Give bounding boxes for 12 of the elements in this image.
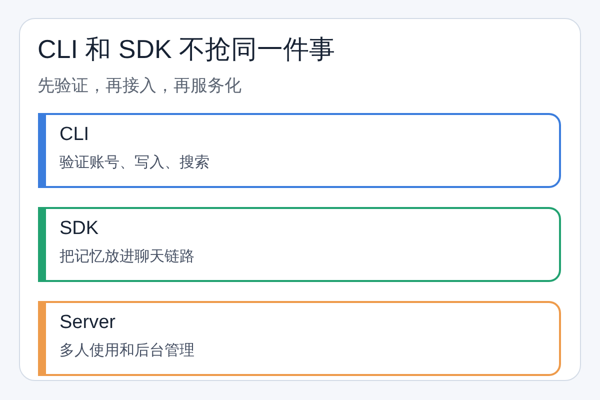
title: CLI 和 SDK 不抢同一件事	[38, 32, 336, 64]
step-card	[38, 112, 560, 188]
card-text: 把记忆放进聊天链路	[60, 247, 194, 267]
card-heading: Server	[60, 311, 116, 335]
card-panel	[19, 18, 581, 381]
step-card	[38, 300, 560, 376]
card-text: 验证账号、写入、搜索	[60, 153, 210, 173]
card-heading: CLI	[60, 123, 90, 147]
card-heading: SDK	[60, 217, 99, 241]
step-card	[38, 206, 560, 282]
subtitle: 先验证，再接入，再服务化	[38, 74, 242, 96]
card-text: 多人使用和后台管理	[60, 341, 194, 361]
